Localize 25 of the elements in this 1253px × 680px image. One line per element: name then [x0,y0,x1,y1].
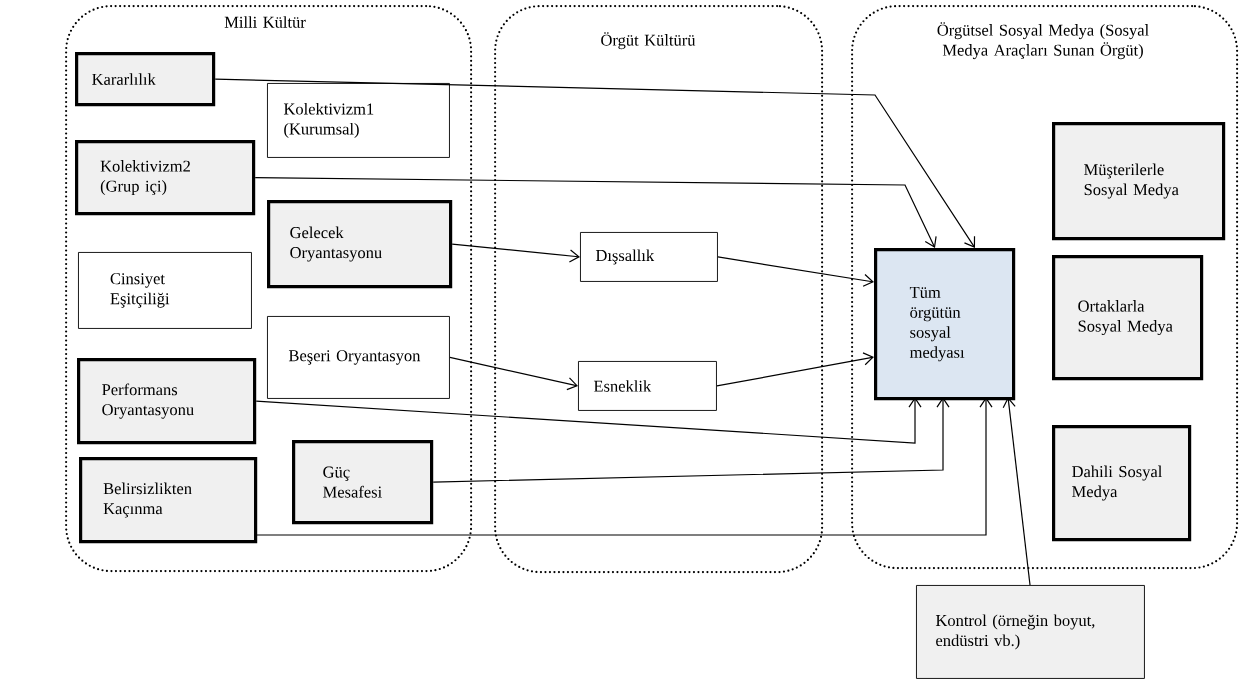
arrow [451,243,580,263]
concept-box: Belirsizlikten Kaçınma [79,457,258,544]
concept-box: Kolektivizm1 (Kurumsal) [267,83,450,158]
concept-box: Beşeri Oryantasyon [267,316,450,399]
concept-box: Müşterilerle Sosyal Medya [1052,122,1226,241]
concept-box: Performans Oryantasyonu [77,358,257,445]
concept-box: Dahili Sosyal Medya [1052,425,1192,542]
concept-box: Esneklik [578,361,717,411]
concept-box: Ortaklarla Sosyal Medya [1052,255,1204,381]
arrow [717,256,874,287]
arrow [716,352,874,387]
outcome-box: Tüm örgütün sosyal medyası [874,248,1016,401]
arrow [254,177,937,248]
concept-box: Güç Mesafesi [292,440,434,525]
arrow [449,356,578,391]
concept-box: Cinsiyet Eşitçiliği [78,252,252,329]
arrow [1002,397,1031,586]
arrow [255,397,922,444]
arrow [432,397,950,483]
control-box: Kontrol (örneğin boyut, endüstri vb.) [916,585,1145,679]
concept-box: Dışsallık [580,232,718,282]
arrow [214,78,976,248]
concept-box: Kolektivizm2 (Grup içi) [75,140,256,216]
concept-box: Gelecek Oryantasyonu [267,200,453,289]
concept-box: Kararlılık [75,52,216,107]
